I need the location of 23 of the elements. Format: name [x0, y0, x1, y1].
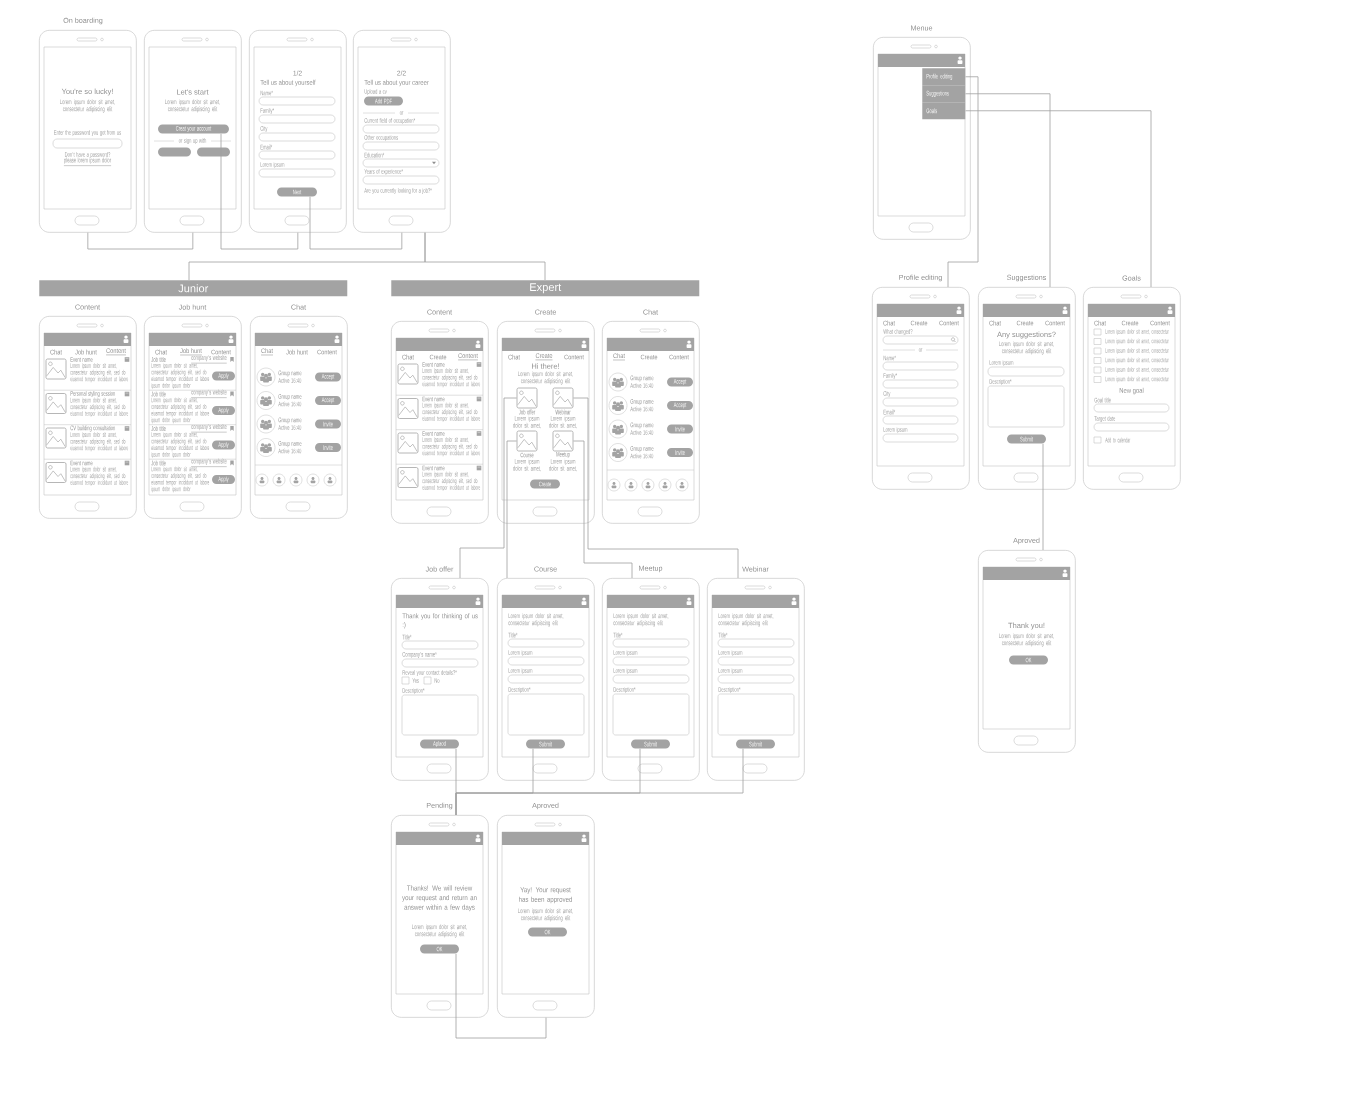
connector-line: [424, 232, 546, 281]
connector-line: [87, 232, 194, 250]
text-area: [612, 693, 690, 736]
connector-line: [220, 133, 299, 250]
button: [158, 147, 191, 157]
connector-line: [506, 440, 517, 579]
connector-line: [965, 93, 1051, 288]
text-area: [717, 693, 795, 736]
connector-line: [455, 748, 744, 816]
connector-line: [573, 397, 739, 579]
connector-line: [1042, 443, 1044, 551]
connector-line: [947, 76, 979, 288]
section-band: Junior: [39, 280, 348, 297]
connector-line: [573, 440, 633, 579]
connector-line: [965, 110, 1152, 288]
section-band: Expert: [391, 280, 700, 297]
text-area: [987, 385, 1065, 428]
button: [197, 147, 230, 157]
connector-line: [459, 397, 517, 579]
text-area: [401, 694, 479, 736]
text-area: [507, 693, 585, 736]
connector-line: [309, 196, 403, 250]
connector-line: [455, 953, 547, 1039]
